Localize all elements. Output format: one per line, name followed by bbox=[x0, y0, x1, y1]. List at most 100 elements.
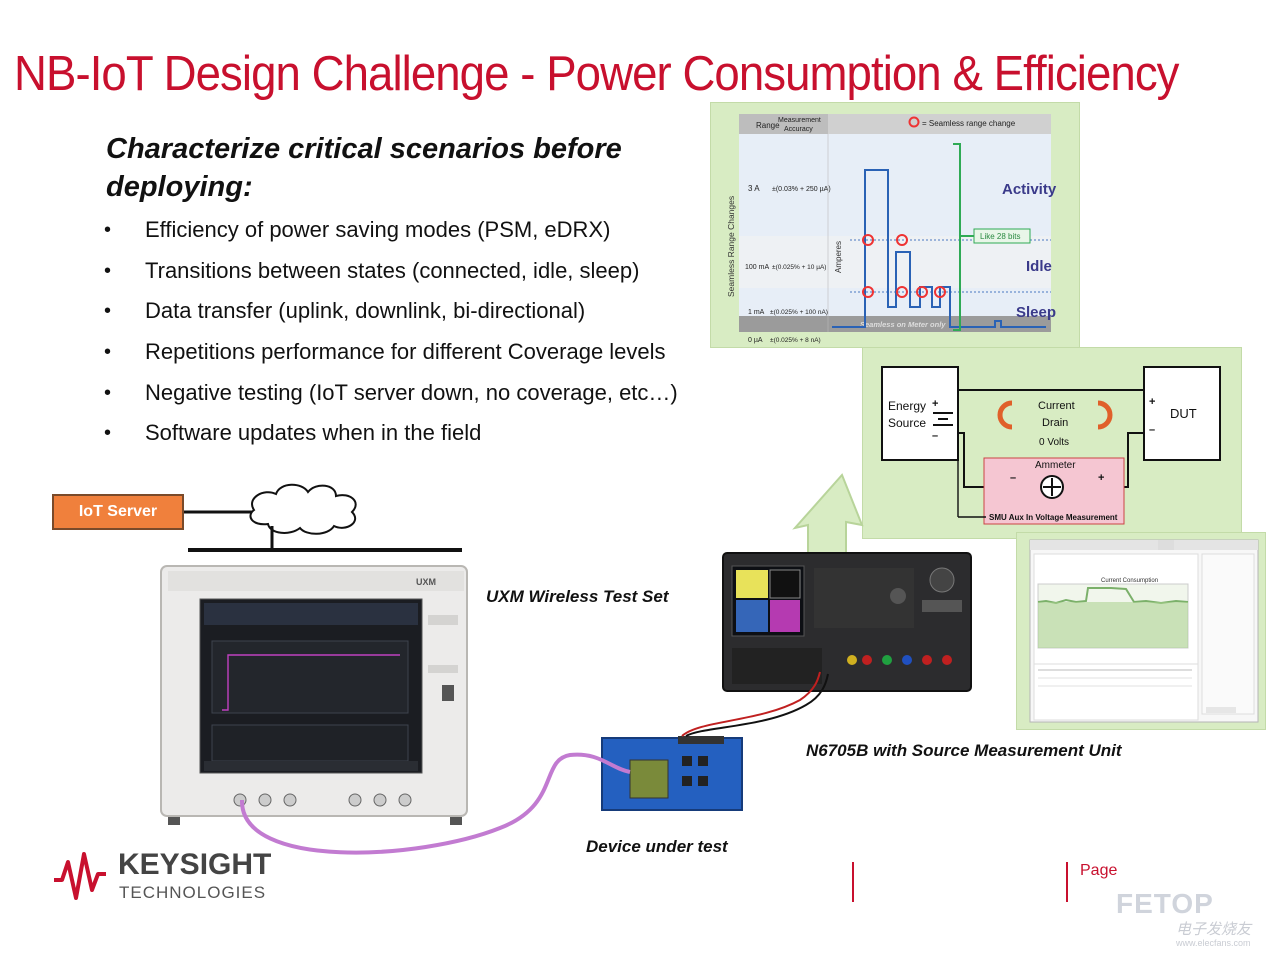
energy-source-label-1: Energy bbox=[888, 399, 926, 413]
bullet-item: •Efficiency of power saving modes (PSM, … bbox=[104, 214, 678, 255]
dut-chip bbox=[698, 756, 708, 766]
state-activity: Activity bbox=[1002, 181, 1057, 198]
network-diagram bbox=[184, 483, 462, 552]
row-accuracy: ±(0.025% + 100 nA) bbox=[770, 309, 828, 316]
uxm-port bbox=[442, 685, 454, 701]
page-label: Page bbox=[1080, 862, 1118, 879]
slide-title: NB-IoT Design Challenge - Power Consumpt… bbox=[14, 47, 1179, 101]
current-label-1: Current bbox=[1038, 400, 1075, 412]
band-activity bbox=[739, 134, 1051, 236]
uxm-top-bar bbox=[168, 571, 464, 591]
uxm-plot bbox=[211, 640, 409, 714]
top-wire bbox=[957, 389, 1144, 399]
uxm-softkeys bbox=[204, 761, 418, 771]
row-range: 3 A bbox=[748, 184, 760, 193]
bullet-item: •Negative testing (IoT server down, no c… bbox=[104, 377, 678, 418]
uxm-button[interactable] bbox=[428, 615, 458, 625]
seamless-marker bbox=[934, 286, 946, 298]
n6705-knob[interactable] bbox=[929, 567, 955, 593]
dut-header-pins bbox=[678, 736, 724, 744]
uxm-button[interactable] bbox=[428, 665, 458, 673]
footer-text: Seamless on Meter only bbox=[860, 320, 946, 329]
n6705-channel bbox=[769, 569, 801, 599]
legend-text: = Seamless range change bbox=[922, 119, 1016, 128]
window-titlebar bbox=[1030, 540, 1258, 550]
minus-sign: – bbox=[932, 430, 938, 442]
dut-box bbox=[1143, 366, 1221, 461]
uxm-brand: UXM bbox=[416, 577, 436, 587]
dut-module bbox=[629, 759, 669, 799]
current-arrow-icon bbox=[1097, 400, 1113, 430]
row-accuracy: ±(0.03% + 250 µA) bbox=[772, 186, 831, 193]
ammeter-label: Ammeter bbox=[1035, 460, 1076, 471]
seamless-marker bbox=[862, 234, 874, 246]
bits-badge bbox=[973, 228, 1031, 244]
seamless-marker bbox=[896, 286, 908, 298]
n6705-button[interactable] bbox=[922, 600, 962, 612]
software-window: Current Consumption bbox=[1029, 539, 1259, 723]
n6705b-label: N6705B with Source Measurement Unit bbox=[806, 741, 1122, 760]
rf-connector bbox=[258, 793, 272, 807]
uxm-screen-header bbox=[204, 603, 418, 625]
legend-bar bbox=[828, 114, 1051, 134]
logo-name: KEYSIGHT bbox=[118, 848, 272, 881]
iot-server-box: IoT Server bbox=[52, 494, 184, 530]
y-axis-label: Amperes bbox=[834, 241, 843, 273]
output-terminal bbox=[862, 655, 872, 665]
rf-connector bbox=[348, 793, 362, 807]
cloud-icon bbox=[249, 483, 357, 535]
n6705-channel bbox=[770, 600, 800, 632]
bullet-dot: • bbox=[104, 422, 112, 445]
bullet-dot: • bbox=[104, 381, 112, 404]
current-arrow-icon bbox=[997, 400, 1013, 430]
bullet-item: •Data transfer (uplink, downlink, bi-dir… bbox=[104, 295, 678, 336]
uxm-table bbox=[211, 724, 409, 762]
n6705-power-section bbox=[732, 648, 822, 684]
current-fill bbox=[1038, 602, 1188, 648]
row-range: 100 mA bbox=[745, 264, 769, 271]
window-minimize[interactable] bbox=[1158, 540, 1174, 550]
dut-chip bbox=[682, 776, 692, 786]
logo-subtitle: TECHNOLOGIES bbox=[119, 883, 267, 902]
plus-sign: + bbox=[932, 398, 938, 410]
n6705b-instrument bbox=[722, 552, 972, 692]
rf-connector bbox=[373, 793, 387, 807]
settings-sidebar bbox=[1201, 553, 1255, 715]
watermark-url: www.elecfans.com bbox=[1176, 938, 1251, 948]
status-bar bbox=[1206, 707, 1236, 713]
side-label: Seamless Range Changes bbox=[726, 196, 736, 297]
seamless-marker bbox=[916, 286, 928, 298]
bullet-item: •Software updates when in the field bbox=[104, 417, 678, 458]
current-label-2: Drain bbox=[1042, 417, 1068, 429]
bullet-list: •Efficiency of power saving modes (PSM, … bbox=[104, 214, 678, 458]
energy-source-label-2: Source bbox=[888, 416, 926, 430]
rf-connector bbox=[233, 793, 247, 807]
output-terminal bbox=[882, 655, 892, 665]
bullet-item: •Transitions between states (connected, … bbox=[104, 255, 678, 296]
uxm-foot bbox=[168, 817, 180, 825]
n6705-knob[interactable] bbox=[890, 588, 906, 604]
dut-board bbox=[601, 736, 743, 811]
n6705-channel bbox=[736, 570, 768, 598]
keysight-logo-icon bbox=[54, 852, 106, 900]
row-accuracy: ±(0.025% + 8 nA) bbox=[770, 337, 821, 344]
output-terminal bbox=[922, 655, 932, 665]
footer-divider bbox=[1066, 862, 1068, 902]
row-range: 1 mA bbox=[748, 309, 765, 316]
output-terminal bbox=[942, 655, 952, 665]
data-table bbox=[1033, 663, 1199, 721]
dut-label: DUT bbox=[1170, 406, 1197, 421]
seamless-marker-icon bbox=[908, 116, 920, 128]
slide-heading: Characterize critical scenarios before d… bbox=[106, 133, 622, 203]
dut-chip bbox=[682, 756, 692, 766]
footer-divider bbox=[852, 862, 854, 902]
minus-sign: – bbox=[1010, 472, 1016, 484]
circuit-diagram: Energy Source + – DUT + – Ammeter – + SM… bbox=[881, 366, 1221, 525]
bits-label: Like 28 bits bbox=[980, 232, 1020, 241]
uxm-foot bbox=[450, 817, 462, 825]
plus-sign: + bbox=[1098, 472, 1104, 484]
output-terminal bbox=[902, 655, 912, 665]
bullet-dot: • bbox=[104, 259, 112, 282]
header-accuracy-2: Accuracy bbox=[784, 126, 813, 133]
current-label-3: 0 Volts bbox=[1039, 437, 1069, 448]
